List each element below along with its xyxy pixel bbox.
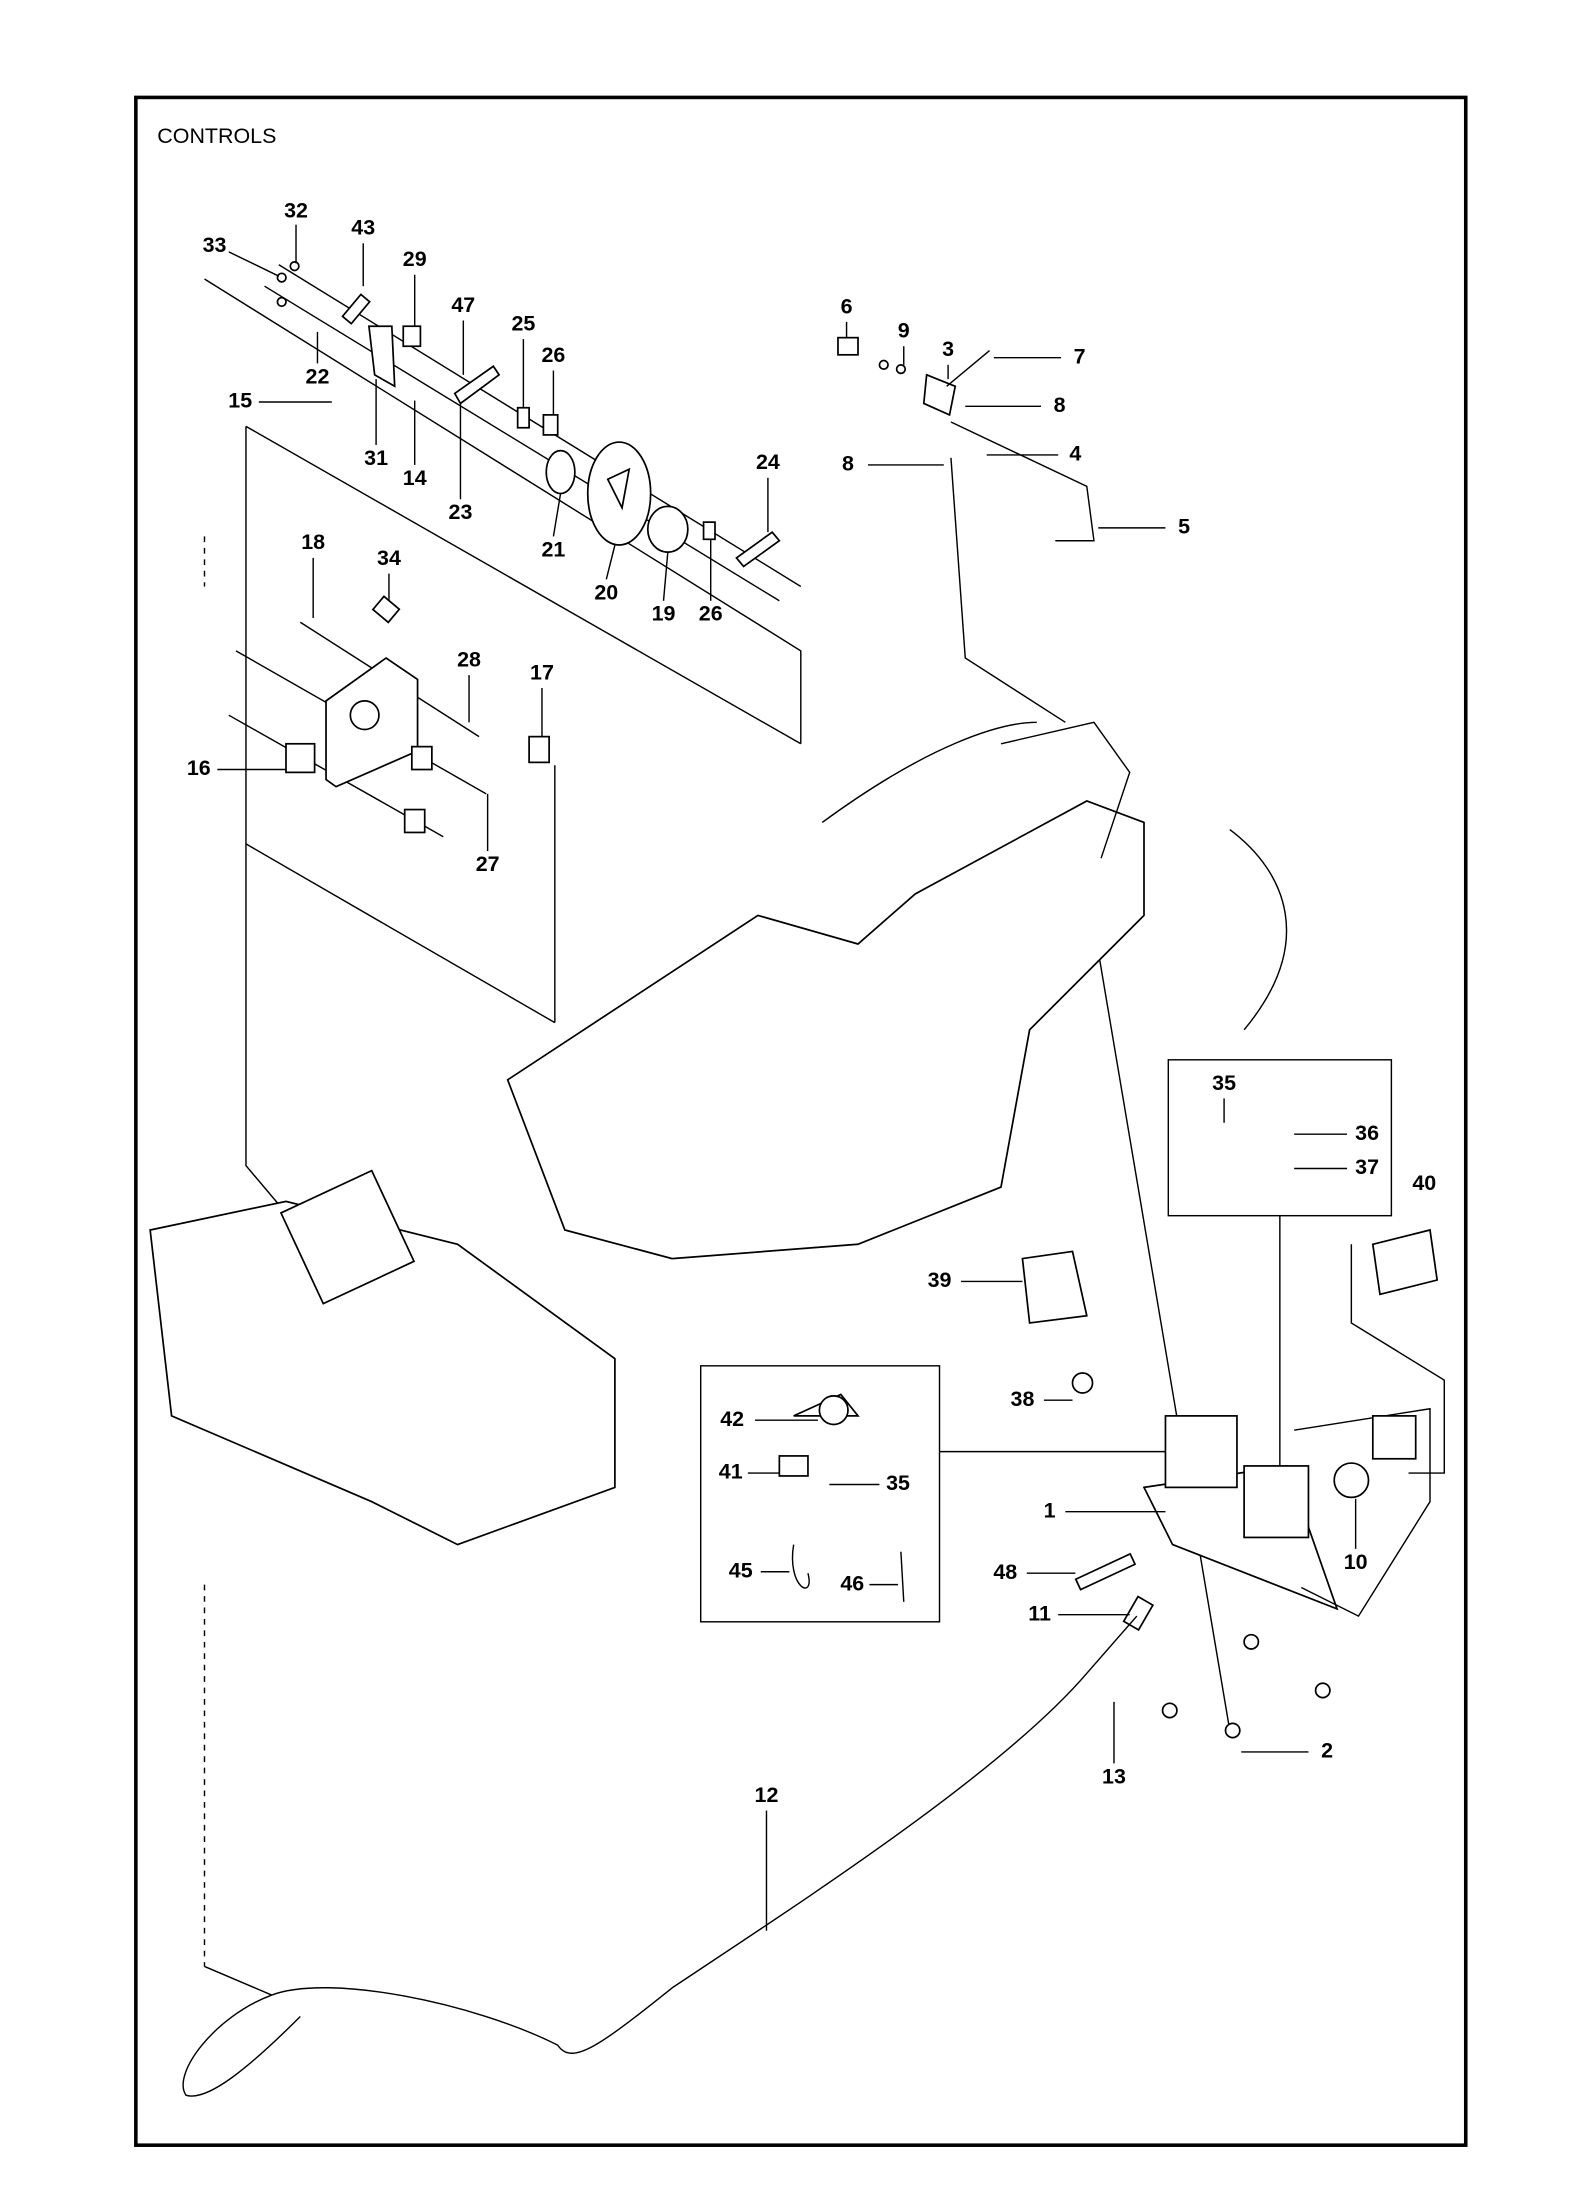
callout-12: 12 <box>755 1783 779 1807</box>
leader-line <box>605 544 616 580</box>
callout-23: 23 <box>449 500 473 524</box>
callout-26: 26 <box>699 602 723 626</box>
brake-pedal-pad <box>1021 1250 1088 1324</box>
callout-42: 42 <box>720 1407 744 1431</box>
callout-15: 15 <box>228 389 252 413</box>
callout-20: 20 <box>594 580 618 604</box>
callout-3: 3 <box>942 337 954 361</box>
callout-4: 4 <box>1069 442 1081 466</box>
callout-36: 36 <box>1355 1121 1379 1145</box>
callout-33: 33 <box>203 233 227 257</box>
callout-28: 28 <box>457 648 481 672</box>
diagram-title: CONTROLS <box>157 124 276 148</box>
callout-45: 45 <box>729 1558 753 1582</box>
callout-27: 27 <box>476 852 500 876</box>
callout-43: 43 <box>351 216 375 240</box>
callout-26: 26 <box>541 343 565 367</box>
callout-8: 8 <box>842 452 854 476</box>
callout-35: 35 <box>1212 1071 1236 1095</box>
shaft-assembly <box>264 261 802 602</box>
leader-line <box>552 493 562 537</box>
callout-17: 17 <box>530 660 554 684</box>
callout-47: 47 <box>451 293 475 317</box>
callout-16: 16 <box>187 756 211 780</box>
callout-34: 34 <box>377 546 401 570</box>
chassis-frame <box>149 721 1439 1739</box>
callout-21: 21 <box>541 537 565 561</box>
callout-11: 11 <box>1028 1601 1051 1625</box>
callout-1: 1 <box>1044 1498 1056 1522</box>
callout-35: 35 <box>886 1471 910 1495</box>
leader-line <box>228 251 280 277</box>
inset-sensor-box <box>699 1365 941 1623</box>
callout-18: 18 <box>301 530 325 554</box>
callout-7: 7 <box>1074 344 1086 368</box>
callout-41: 41 <box>719 1460 743 1484</box>
bracket-assembly <box>228 595 550 838</box>
callout-48: 48 <box>993 1560 1017 1584</box>
control-cable <box>182 1615 1138 2097</box>
callout-39: 39 <box>928 1268 952 1292</box>
callout-19: 19 <box>652 602 676 626</box>
callout-25: 25 <box>511 311 535 335</box>
callout-2: 2 <box>1321 1739 1333 1763</box>
callout-40: 40 <box>1412 1171 1436 1195</box>
callout-32: 32 <box>284 198 308 222</box>
callout-5: 5 <box>1178 515 1190 539</box>
callout-37: 37 <box>1355 1155 1379 1179</box>
callout-6: 6 <box>841 294 853 318</box>
callout-31: 31 <box>364 446 388 470</box>
callout-9: 9 <box>898 319 910 343</box>
callout-10: 10 <box>1344 1550 1368 1574</box>
callout-14: 14 <box>403 466 427 490</box>
leader-lines <box>217 224 1357 1931</box>
callout-8: 8 <box>1054 393 1066 417</box>
reverse-pedal-pad <box>1371 1228 1439 1296</box>
callout-24: 24 <box>756 450 780 474</box>
leader-line <box>662 552 669 601</box>
callout-13: 13 <box>1102 1764 1126 1788</box>
callout-38: 38 <box>1011 1387 1035 1411</box>
callout-29: 29 <box>403 247 427 271</box>
callout-46: 46 <box>840 1571 864 1595</box>
callout-22: 22 <box>306 364 330 388</box>
